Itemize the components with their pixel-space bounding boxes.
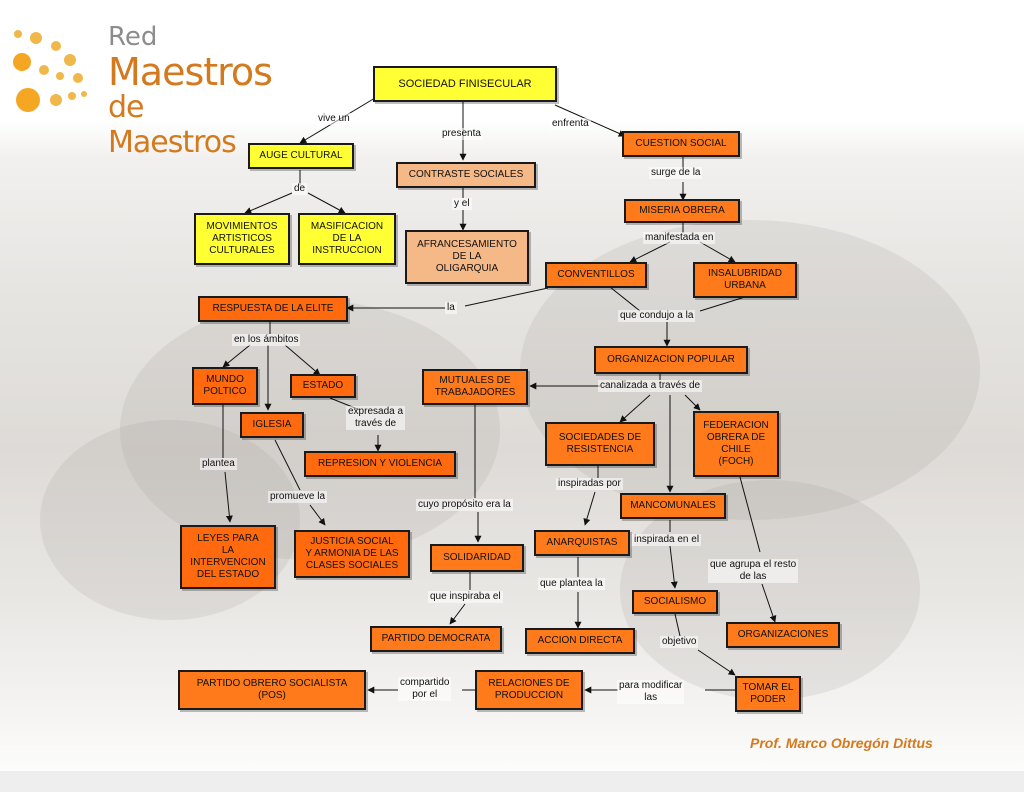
logo: Red Maestros de Maestros	[8, 20, 278, 160]
node-estado: ESTADO	[290, 374, 356, 398]
link-surge-de-la: surge de la	[649, 167, 703, 179]
logo-line-maestros: Maestros	[108, 50, 273, 94]
footer-bar	[0, 771, 1024, 792]
link-la: la	[445, 302, 457, 314]
link-y-el: y el	[452, 198, 472, 210]
node-contraste-sociales: CONTRASTE SOCIALES	[396, 162, 536, 188]
node-tomar-el-poder: TOMAR EL PODER	[735, 676, 801, 712]
node-federacion: FEDERACION OBRERA DE CHILE (FOCH)	[693, 411, 779, 477]
node-organizacion-popular: ORGANIZACION POPULAR	[594, 346, 748, 374]
node-sociedades-resistencia: SOCIEDADES DE RESISTENCIA	[545, 422, 655, 466]
node-iglesia: IGLESIA	[240, 412, 304, 438]
link-de: de	[292, 183, 308, 195]
link-que-inspiraba: que inspiraba el	[428, 591, 503, 603]
node-solidaridad: SOLIDARIDAD	[430, 544, 524, 572]
link-en-los-ambitos: en los ámbitos	[232, 334, 301, 346]
node-mancomunales: MANCOMUNALES	[620, 493, 726, 519]
node-organizaciones: ORGANIZACIONES	[726, 622, 840, 648]
link-para-modificar: para modificar las	[617, 680, 685, 704]
node-mutuales: MUTUALES DE TRABAJADORES	[422, 369, 528, 405]
node-justicia-social: JUSTICIA SOCIAL Y ARMONIA DE LAS CLASES …	[294, 530, 410, 578]
link-promueve: promueve la	[268, 491, 328, 503]
link-enfrenta: enfrenta	[550, 118, 591, 130]
node-anarquistas: ANARQUISTAS	[534, 530, 630, 556]
node-cuestion-social: CUESTION SOCIAL	[622, 131, 740, 157]
logo-line-red: Red	[108, 22, 158, 52]
node-accion-directa: ACCION DIRECTA	[525, 628, 635, 654]
link-compartido: compartido por el	[398, 677, 452, 701]
link-canalizada: canalizada a través de	[598, 380, 703, 392]
node-partido-democrata: PARTIDO DEMOCRATA	[370, 626, 502, 652]
node-conventillos: CONVENTILLOS	[545, 262, 647, 288]
link-plantea: plantea	[200, 458, 237, 470]
link-que-plantea: que plantea la	[538, 578, 605, 590]
link-que-agrupa: que agrupa el resto de las	[708, 559, 799, 583]
node-sociedad-finisecular: SOCIEDAD FINISECULAR	[373, 66, 557, 102]
author-credit: Prof. Marco Obregón Dittus	[750, 735, 933, 751]
logo-line-de-maestros: de Maestros	[108, 90, 237, 160]
node-masificacion: MASIFICACION DE LA INSTRUCCION	[298, 213, 396, 265]
link-inspiradas-por: inspiradas por	[556, 478, 623, 490]
link-objetivo: objetivo	[660, 636, 699, 648]
node-auge-cultural: AUGE CULTURAL	[248, 143, 354, 169]
logo-dots-icon	[13, 30, 87, 112]
node-represion: REPRESION Y VIOLENCIA	[304, 451, 456, 477]
link-vive-un: vive un	[316, 113, 352, 125]
node-miseria-obrera: MISERIA OBRERA	[624, 199, 740, 223]
link-expresada: expresada a través de	[346, 406, 406, 430]
node-relaciones-produccion: RELACIONES DE PRODUCCION	[475, 670, 583, 710]
node-leyes: LEYES PARA LA INTERVENCION DEL ESTADO	[180, 525, 276, 589]
node-movimientos: MOVIMIENTOS ARTISTICOS CULTURALES	[194, 213, 290, 265]
node-socialismo: SOCIALISMO	[632, 590, 718, 614]
node-mundo-politico: MUNDO POLTICO	[192, 367, 258, 405]
node-respuesta-elite: RESPUESTA DE LA ELITE	[198, 296, 348, 322]
link-presenta: presenta	[440, 128, 483, 140]
node-afrancesamiento: AFRANCESAMIENTO DE LA OLIGARQUIA	[405, 230, 529, 284]
link-cuyo-proposito: cuyo propósito era la	[416, 499, 513, 511]
node-insalubridad: INSALUBRIDAD URBANA	[693, 262, 797, 298]
link-que-condujo: que condujo a la	[618, 310, 696, 322]
node-partido-obrero-socialista: PARTIDO OBRERO SOCIALISTA (POS)	[178, 670, 366, 710]
link-inspirada-en: inspirada en el	[632, 534, 702, 546]
link-manifestada-en: manifestada en	[643, 232, 716, 244]
